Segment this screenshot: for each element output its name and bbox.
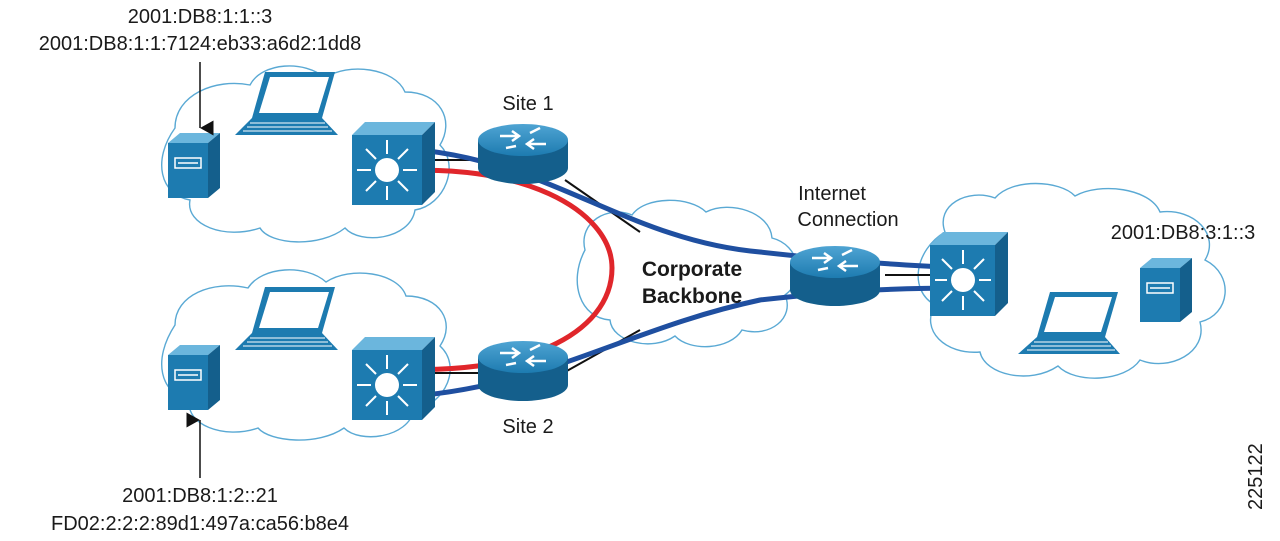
laptop-icon: [1018, 292, 1120, 354]
laptop-icon: [235, 72, 338, 135]
multilayer-switch-icon: [930, 232, 1008, 316]
server-icon: [168, 133, 220, 198]
server-icon: [168, 345, 220, 410]
bottom-address-1: 2001:DB8:1:2::21: [122, 485, 278, 507]
router-icon: [478, 341, 568, 401]
backbone-label-line1: Corporate: [642, 258, 742, 281]
figure-id: 225122: [1245, 443, 1267, 510]
server-icon: [1140, 258, 1192, 322]
site1-label: Site 1: [502, 93, 553, 115]
multilayer-switch-icon: [352, 337, 435, 420]
router-icon: [478, 124, 568, 184]
bottom-address-2: FD02:2:2:2:89d1:497a:ca56:b8e4: [51, 513, 349, 535]
right-address: 2001:DB8:3:1::3: [1111, 222, 1256, 244]
laptop-icon: [235, 287, 338, 350]
internet-label-line2: Connection: [797, 209, 898, 231]
backbone-label-line2: Backbone: [642, 285, 742, 308]
site2-label: Site 2: [502, 416, 553, 438]
multilayer-switch-icon: [352, 122, 435, 205]
top-address-2: 2001:DB8:1:1:7124:eb33:a6d2:1dd8: [39, 33, 362, 55]
top-address-1: 2001:DB8:1:1::3: [128, 6, 273, 28]
internet-label-line1: Internet: [798, 183, 866, 205]
router-icon: [790, 246, 880, 306]
